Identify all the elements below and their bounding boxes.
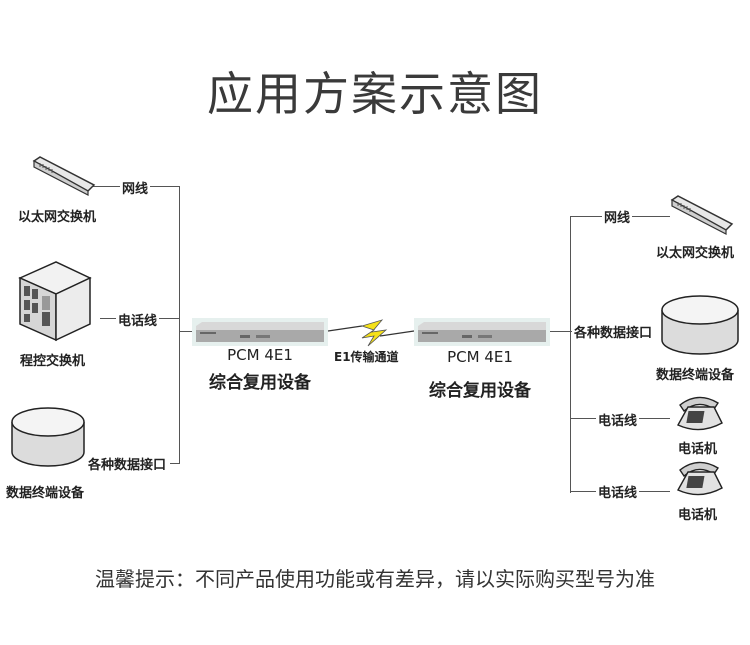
pcm-device-right-icon (414, 318, 550, 346)
ethernet-switch-icon (32, 156, 96, 196)
right-device-label-switch: 以太网交换机 (656, 246, 735, 261)
telephone-icon (677, 461, 723, 496)
left-bus-line (179, 186, 180, 463)
data-terminal-icon (661, 295, 739, 355)
pcm-device-left-icon (192, 318, 328, 346)
right-device-label-phone-1: 电话机 (678, 442, 718, 457)
right-bus-line (570, 216, 571, 493)
left-pcm-desc: 综合复用设备 (209, 373, 311, 393)
disclaimer-note: 温馨提示：不同产品使用功能或有差异，请以实际购买型号为准 (95, 567, 655, 591)
page-title: 应用方案示意图 (207, 67, 543, 121)
left-pcm-line (179, 331, 193, 332)
right-pcm-model: PCM 4E1 (447, 348, 513, 366)
right-pcm-desc: 综合复用设备 (429, 381, 531, 401)
right-link-label-data: 各种数据接口 (572, 322, 655, 341)
left-device-label-data: 数据终端设备 (6, 486, 85, 501)
right-pcm-line (548, 331, 572, 332)
e1-channel-label: E1传输通道 (334, 350, 399, 364)
pbx-server-icon (18, 261, 92, 342)
lightning-bolt-icon (327, 319, 415, 347)
right-link-label-ethernet: 网线 (602, 207, 633, 226)
data-terminal-icon (11, 407, 85, 467)
left-link-label-ethernet: 网线 (120, 178, 151, 197)
left-pcm-model: PCM 4E1 (227, 346, 293, 364)
ethernet-switch-icon (670, 195, 734, 235)
left-device-label-pbx: 程控交换机 (20, 354, 86, 369)
right-device-label-phone-2: 电话机 (678, 508, 718, 523)
left-data-line (170, 463, 180, 464)
left-link-label-data: 各种数据接口 (86, 454, 169, 473)
left-device-label-switch: 以太网交换机 (18, 210, 97, 225)
right-link-label-phone-1: 电话线 (596, 410, 640, 429)
right-device-label-data: 数据终端设备 (656, 368, 735, 383)
right-link-label-phone-2: 电话线 (596, 482, 640, 501)
telephone-icon (677, 396, 723, 431)
left-link-label-phone: 电话线 (116, 310, 160, 329)
